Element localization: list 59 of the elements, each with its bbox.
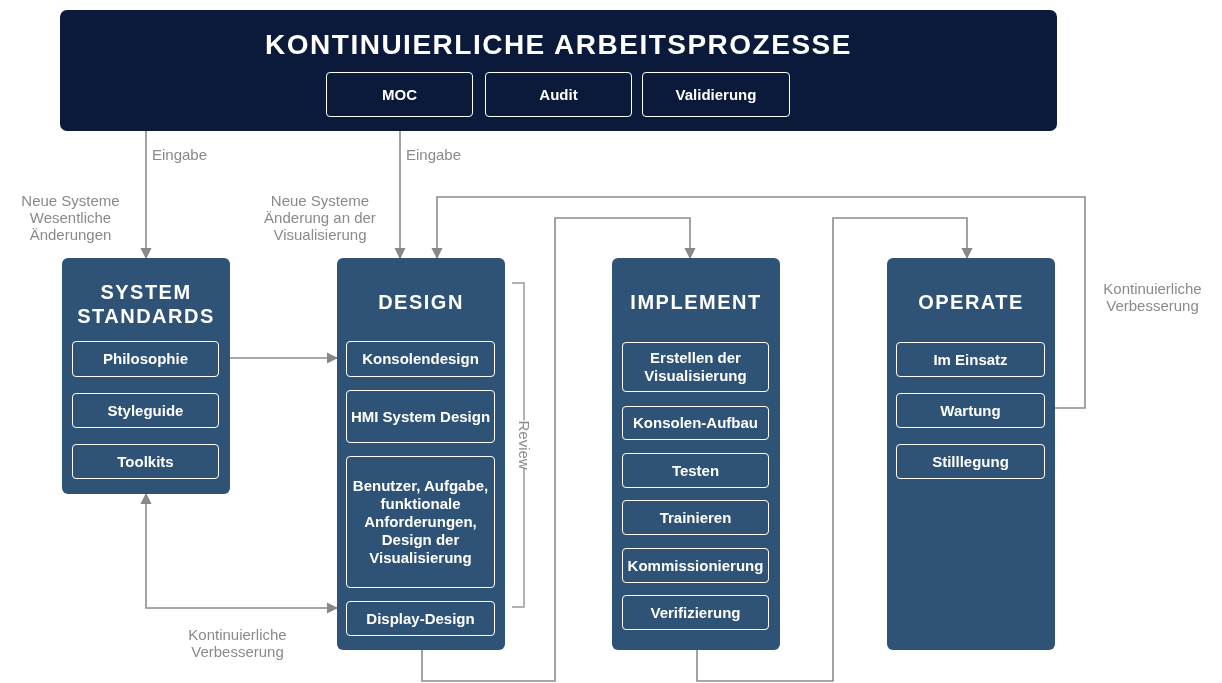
connector-arrow <box>421 217 696 682</box>
step-box <box>622 500 769 535</box>
step-label: MOC <box>382 85 417 104</box>
step-label: Konsolen-Aufbau <box>633 414 758 432</box>
phase-panel <box>612 258 780 650</box>
phase-panel <box>62 258 230 494</box>
step-box <box>622 453 769 488</box>
step-box <box>642 72 790 117</box>
step-label: Stilllegung <box>932 452 1009 471</box>
step-label: Wartung <box>940 401 1001 420</box>
step-box <box>346 601 495 636</box>
step-box <box>72 444 219 479</box>
step-label: Erstellen der Visualisierung <box>643 349 748 385</box>
step-label: Audit <box>539 85 578 104</box>
annotation-text: Neue Systeme Wesentliche Änderungen <box>20 192 121 243</box>
edge-label: Eingabe <box>406 146 462 163</box>
step-label: Philosophie <box>103 350 188 368</box>
step-box <box>622 406 769 440</box>
step-label: Trainieren <box>659 508 732 527</box>
step-box <box>622 342 769 392</box>
step-label: Konsolendesign <box>362 350 479 368</box>
panel-heading: OPERATE <box>918 290 1024 314</box>
step-box <box>346 341 495 377</box>
step-box <box>622 595 769 630</box>
step-box <box>622 548 769 583</box>
connector-arrow <box>140 492 339 614</box>
connector-arrow <box>140 130 152 260</box>
step-label: Styleguide <box>107 401 184 420</box>
step-label: Benutzer, Aufgabe, funktionale Anforderungen, Design der Visualisierung <box>351 477 490 567</box>
connector-arrow <box>229 352 339 364</box>
step-box <box>72 341 219 377</box>
step-label: Validierung <box>675 85 757 104</box>
step-box <box>896 393 1045 428</box>
step-label: Testen <box>671 461 720 480</box>
step-label: HMI System Design <box>350 407 491 426</box>
step-box <box>346 456 495 588</box>
panel-heading: KONTINUIERLICHE ARBEITSPROZESSE <box>265 29 852 61</box>
panel-heading: SYSTEM STANDARDS <box>76 280 216 328</box>
step-box <box>896 342 1045 377</box>
process-banner <box>60 10 1057 131</box>
step-box <box>485 72 632 117</box>
phase-panel <box>337 258 505 650</box>
connector-arrow <box>696 217 973 682</box>
step-label: Display-Design <box>366 609 475 628</box>
edge-label: Eingabe <box>152 146 208 163</box>
panel-heading: DESIGN <box>378 290 464 314</box>
step-label: Kommissionierung <box>627 556 764 575</box>
phase-panel <box>887 258 1055 650</box>
step-label: Verifizierung <box>650 603 741 622</box>
step-box <box>346 390 495 443</box>
step-label: Toolkits <box>117 452 174 471</box>
step-label: Im Einsatz <box>933 350 1008 369</box>
step-box <box>326 72 473 117</box>
step-box <box>72 393 219 428</box>
step-box <box>896 444 1045 479</box>
connector-arrow <box>431 196 1086 409</box>
panel-heading: IMPLEMENT <box>630 290 762 314</box>
connector-arrow <box>394 130 406 260</box>
annotation-text: Neue Systeme Änderung an der Visualisierung <box>263 192 377 243</box>
